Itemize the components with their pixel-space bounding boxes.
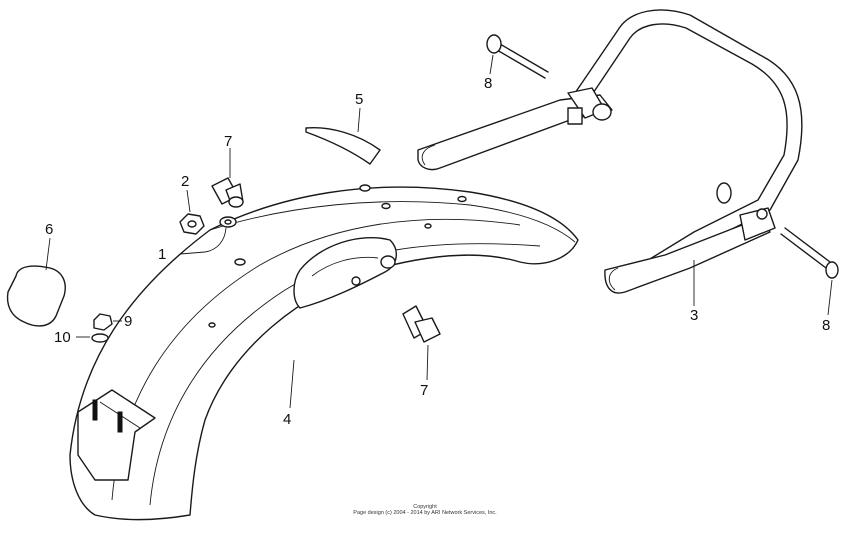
- grab-rail: [417, 9, 803, 294]
- copyright-label: Copyright: [413, 504, 437, 510]
- name-plate: [6, 265, 66, 327]
- leader-lines: [45, 54, 833, 409]
- long-bolt-right: [780, 227, 839, 279]
- reflector-strip: [305, 127, 381, 165]
- callout-4: 4: [283, 411, 291, 428]
- callout-5: 5: [355, 91, 363, 108]
- washer: [219, 216, 237, 228]
- callout-7-bottom: 7: [420, 382, 428, 399]
- callout-9: 9: [124, 313, 132, 330]
- callouts: 1 2 3 4 5 6 7 7 8 8 9 10: [45, 75, 830, 428]
- small-nut: [93, 313, 113, 331]
- copyright-notice: Page design (c) 2004 - 2014 by ARI Netwo…: [353, 510, 497, 516]
- callout-7-top: 7: [224, 133, 232, 150]
- bolt-bottom: [402, 305, 441, 343]
- bolt-top: [211, 177, 244, 208]
- callout-1: 1: [158, 246, 166, 263]
- callout-8-right: 8: [822, 317, 830, 334]
- callout-3: 3: [690, 307, 698, 324]
- callout-8-top: 8: [484, 75, 492, 92]
- rear-fender: [69, 184, 579, 521]
- nut: [179, 213, 205, 235]
- callout-2: 2: [181, 173, 189, 190]
- small-washer: [91, 333, 109, 343]
- callout-10: 10: [54, 329, 71, 346]
- long-bolt-top: [486, 34, 549, 79]
- callout-6: 6: [45, 221, 53, 238]
